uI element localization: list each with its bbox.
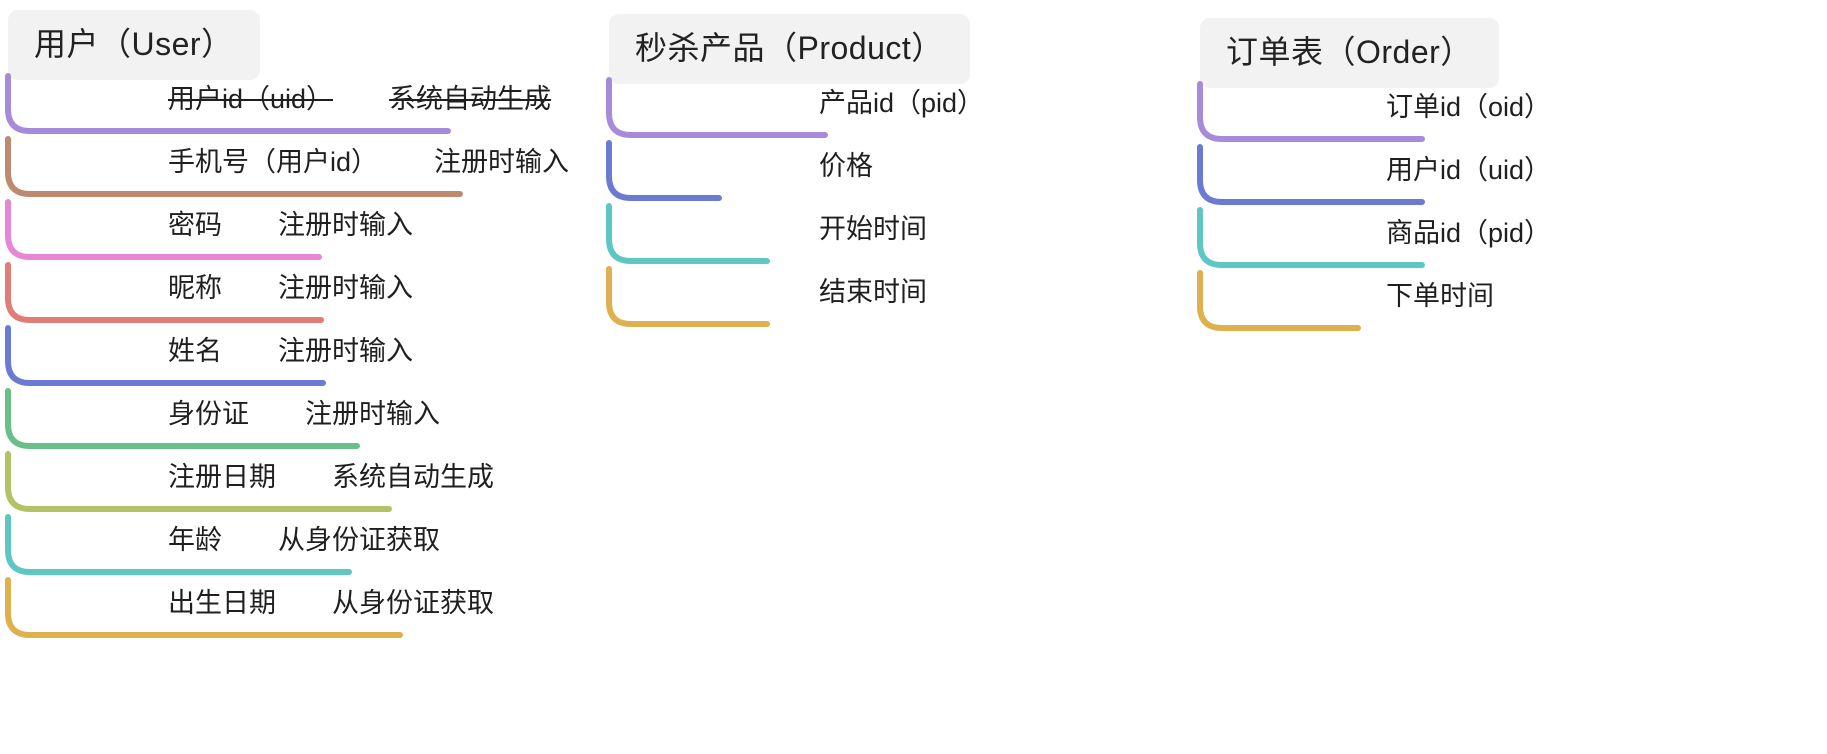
field-label: 价格 bbox=[819, 151, 873, 181]
field-text: 价格 bbox=[819, 149, 873, 183]
field-text: 手机号（用户id） 注册时输入 bbox=[168, 145, 569, 179]
field-row[interactable]: 身份证 注册时输入 bbox=[5, 388, 440, 454]
branch-title-user: 用户（User） bbox=[8, 10, 260, 80]
field-text: 年龄 从身份证获取 bbox=[168, 523, 440, 557]
field-note: 从身份证获取 bbox=[332, 588, 494, 618]
field-row[interactable]: 密码 注册时输入 bbox=[5, 199, 413, 265]
field-row[interactable]: 产品id（pid） bbox=[606, 77, 984, 143]
field-row[interactable]: 用户id（uid） bbox=[1197, 144, 1551, 210]
field-row[interactable]: 年龄 从身份证获取 bbox=[5, 514, 440, 580]
field-row[interactable]: 价格 bbox=[606, 140, 970, 206]
field-label: 下单时间 bbox=[1386, 281, 1494, 311]
branch-rows-user: 用户id（uid）系统自动生成手机号（用户id）注册时输入密码注册时输入昵称注册… bbox=[5, 73, 569, 663]
field-text: 身份证 注册时输入 bbox=[168, 397, 440, 431]
field-text: 商品id（pid） bbox=[1386, 216, 1551, 250]
branch-order: 订单表（Order） 订单id（oid） 用户id（uid） 商品id（pid） 下单时… bbox=[1197, 18, 1551, 356]
branch-user: 用户（User）用户id（uid）系统自动生成手机号（用户id）注册时输入密码注… bbox=[5, 10, 569, 663]
row-connector bbox=[1197, 270, 1361, 331]
field-label: 用户id（uid） bbox=[1386, 155, 1552, 185]
field-text: 用户id（uid） bbox=[1386, 153, 1551, 187]
branch-rows-product: 产品id（pid） 价格开始时间结束时间 bbox=[606, 77, 984, 352]
field-text: 姓名 注册时输入 bbox=[168, 334, 413, 368]
field-note: 注册时输入 bbox=[305, 399, 440, 429]
field-note: 注册时输入 bbox=[278, 273, 413, 303]
field-note: 注册时输入 bbox=[434, 147, 570, 177]
field-row[interactable]: 出生日期 从身份证获取 bbox=[5, 577, 494, 643]
field-row[interactable]: 商品id（pid） bbox=[1197, 207, 1551, 273]
field-row[interactable]: 注册日期 系统自动生成 bbox=[5, 451, 494, 517]
field-note: 系统自动生成 bbox=[332, 462, 494, 492]
field-text: 用户id（uid） 系统自动生成 bbox=[168, 82, 551, 116]
field-row[interactable]: 开始时间 bbox=[606, 203, 970, 269]
field-text: 下单时间 bbox=[1386, 279, 1494, 313]
field-row[interactable]: 用户id（uid） 系统自动生成 bbox=[5, 73, 551, 139]
field-row[interactable]: 下单时间 bbox=[1197, 270, 1499, 336]
branch-title-order: 订单表（Order） bbox=[1200, 18, 1499, 88]
field-text: 昵称 注册时输入 bbox=[168, 271, 413, 305]
field-label: 订单id（oid） bbox=[1386, 92, 1552, 122]
field-note: 注册时输入 bbox=[278, 336, 413, 366]
field-row[interactable]: 昵称 注册时输入 bbox=[5, 262, 413, 328]
field-row[interactable]: 结束时间 bbox=[606, 266, 970, 332]
field-text: 注册日期 系统自动生成 bbox=[168, 460, 494, 494]
branch-rows-order: 订单id（oid） 用户id（uid） 商品id（pid） 下单时间 bbox=[1197, 81, 1551, 356]
field-label: 姓名 bbox=[168, 336, 222, 366]
field-label: 开始时间 bbox=[819, 214, 927, 244]
branch-product: 秒杀产品（Product） 产品id（pid） 价格开始时间结束时间 bbox=[606, 14, 984, 352]
field-label: 产品id（pid） bbox=[819, 88, 985, 118]
field-note: 系统自动生成 bbox=[389, 84, 552, 114]
field-text: 密码 注册时输入 bbox=[168, 208, 413, 242]
field-text: 出生日期 从身份证获取 bbox=[168, 586, 494, 620]
field-text: 结束时间 bbox=[819, 275, 927, 309]
field-label: 结束时间 bbox=[819, 277, 927, 307]
field-label: 手机号（用户id） bbox=[168, 147, 379, 177]
field-text: 产品id（pid） bbox=[819, 86, 984, 120]
field-label: 注册日期 bbox=[168, 462, 276, 492]
field-text: 开始时间 bbox=[819, 212, 927, 246]
field-label: 年龄 bbox=[168, 525, 222, 555]
field-label: 出生日期 bbox=[168, 588, 276, 618]
field-label: 密码 bbox=[168, 210, 222, 240]
field-text: 订单id（oid） bbox=[1386, 90, 1551, 124]
field-row[interactable]: 姓名 注册时输入 bbox=[5, 325, 413, 391]
field-label: 用户id（uid） bbox=[168, 84, 334, 114]
field-label: 昵称 bbox=[168, 273, 222, 303]
field-row[interactable]: 手机号（用户id） 注册时输入 bbox=[5, 136, 569, 202]
field-label: 身份证 bbox=[168, 399, 249, 429]
field-row[interactable]: 订单id（oid） bbox=[1197, 81, 1551, 147]
field-label: 商品id（pid） bbox=[1386, 218, 1552, 248]
row-connector bbox=[606, 266, 770, 327]
field-note: 注册时输入 bbox=[278, 210, 413, 240]
branch-title-product: 秒杀产品（Product） bbox=[609, 14, 970, 84]
field-note: 从身份证获取 bbox=[278, 525, 440, 555]
